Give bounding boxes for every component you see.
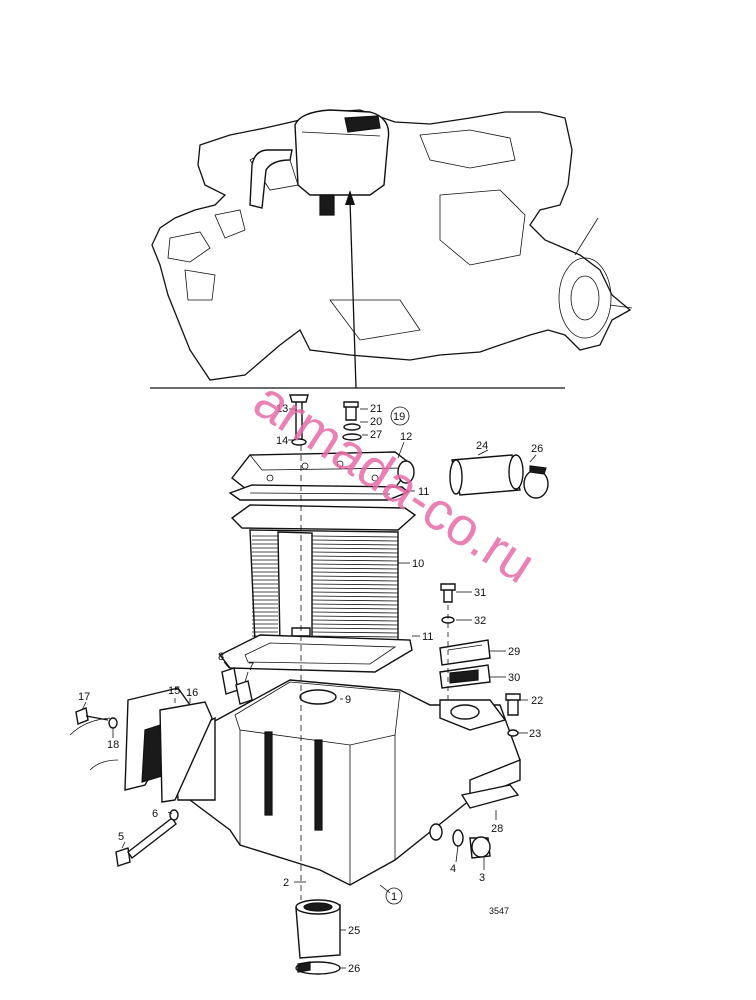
callout-31: 31: [474, 587, 486, 599]
callout-15: 15: [168, 685, 180, 697]
fin-line: [311, 611, 399, 614]
callout-3: 3: [479, 872, 485, 884]
bolt-17: [75, 707, 118, 729]
fin-line: [311, 583, 399, 586]
cover-plate: [439, 583, 491, 689]
fin-line: [311, 579, 399, 582]
callout-17: 17: [78, 691, 90, 703]
callout-24: 24: [476, 440, 488, 452]
fin-line: [311, 631, 399, 634]
callout-16: 16: [186, 687, 198, 699]
callout-1-circle: [385, 887, 403, 905]
callout-21: 21: [370, 403, 382, 415]
fin-line: [311, 563, 399, 566]
callout-25: 25: [348, 925, 360, 937]
heat-exchanger-core: [230, 504, 417, 646]
callout-28: 28: [491, 823, 503, 835]
fin-line: [311, 635, 399, 638]
callout-32: 32: [474, 615, 486, 627]
callout-14: 14: [276, 435, 288, 447]
callout-6: 6: [152, 808, 158, 820]
fin-line: [311, 551, 399, 554]
callout-11-lower: 11: [422, 631, 433, 643]
callout-19-circle: [390, 406, 410, 426]
callout-5: 5: [118, 831, 124, 843]
fin-line: [311, 559, 399, 562]
fin-line: [311, 599, 399, 602]
hose-upper: [449, 454, 549, 499]
figure-number: 3547: [489, 906, 509, 916]
callouts: 13 14 21 20 27 19 12 11 10 11 24 26 31 3…: [78, 403, 543, 975]
fin-line: [311, 619, 399, 622]
fin-line: [311, 567, 399, 570]
callout-23: 23: [529, 728, 541, 740]
callout-9: 9: [345, 694, 351, 706]
callout-20: 20: [370, 416, 382, 428]
gasket-lower: [218, 634, 413, 673]
callout-22: 22: [531, 695, 543, 707]
fin-line: [311, 615, 399, 618]
engine-outline: [150, 109, 633, 389]
dowels: [221, 667, 253, 705]
callout-4: 4: [450, 863, 456, 875]
fin-line: [311, 607, 399, 610]
callout-7: 7: [248, 661, 254, 673]
fin-line: [311, 543, 399, 546]
gasket-upper: [228, 484, 410, 501]
callout-13: 13: [276, 403, 288, 415]
callout-8: 8: [218, 651, 224, 663]
main-housing: [174, 679, 521, 886]
callout-11-upper: 11: [418, 486, 429, 498]
callout-2: 2: [283, 877, 289, 889]
callout-29: 29: [508, 646, 520, 658]
fin-line: [311, 575, 399, 578]
fin-line: [311, 547, 399, 550]
fin-line: [311, 555, 399, 558]
fin-line: [311, 587, 399, 590]
fin-line: [311, 603, 399, 606]
plug-22: [505, 693, 521, 737]
callout-10: 10: [412, 558, 424, 570]
callout-27: 27: [370, 429, 382, 441]
fin-line: [311, 623, 399, 626]
callout-1: 1: [391, 891, 397, 903]
callout-30: 30: [508, 672, 520, 684]
fin-line: [311, 591, 399, 594]
callout-18: 18: [107, 739, 119, 751]
fin-line: [311, 571, 399, 574]
callout-26-top: 26: [531, 443, 543, 455]
bolt-5: [115, 809, 179, 867]
top-cover: [231, 394, 415, 493]
leader-lines: [81, 408, 537, 969]
drain-plug: [452, 829, 491, 859]
fin-line: [311, 627, 399, 630]
callout-12: 12: [400, 431, 412, 443]
fin-line: [311, 539, 399, 542]
fin-line: [311, 535, 399, 538]
callout-26-bottom: 26: [348, 963, 360, 975]
callout-19: 19: [393, 411, 405, 423]
side-flange: [69, 687, 213, 803]
bracket-28: [460, 784, 520, 809]
fin-line: [311, 595, 399, 598]
hose-lower: [295, 899, 341, 975]
